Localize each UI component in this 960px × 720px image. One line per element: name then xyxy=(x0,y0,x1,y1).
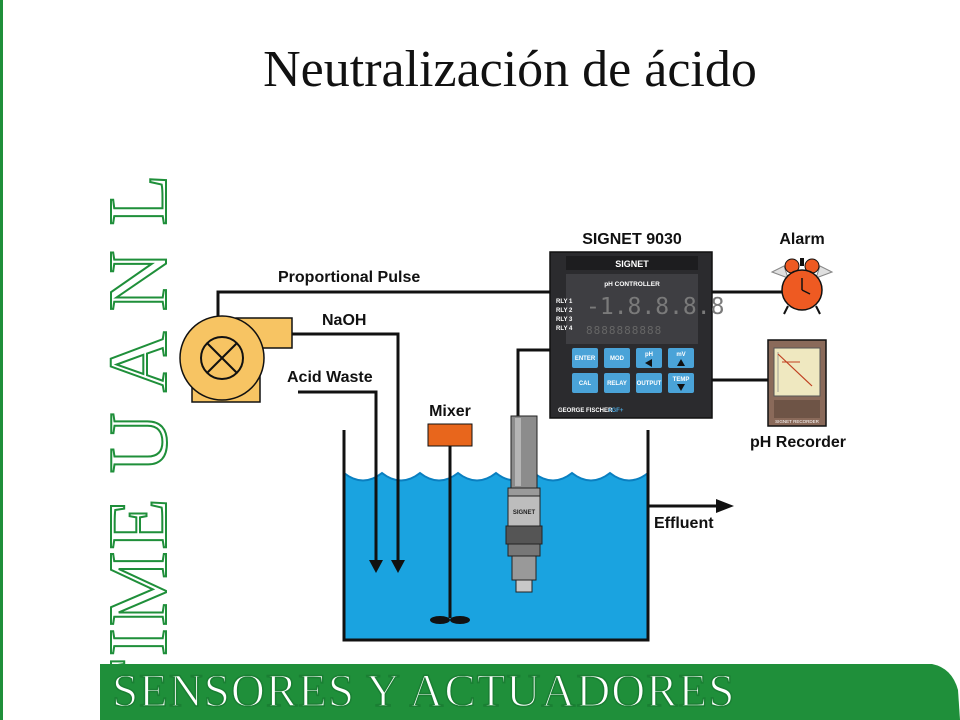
controller-subtitle: pH CONTROLLER xyxy=(604,281,660,288)
key-relay[interactable]: RELAY xyxy=(604,373,630,393)
tank-water-surface xyxy=(343,471,649,482)
svg-text:OUTPUT: OUTPUT xyxy=(637,381,662,387)
controller-display: -1.8.8.8.8 xyxy=(586,294,724,320)
label-alarm: Alarm xyxy=(779,231,824,248)
svg-text:ENTER: ENTER xyxy=(575,356,596,362)
svg-text:mV: mV xyxy=(676,352,685,358)
svg-text:RELAY: RELAY xyxy=(607,381,627,387)
alarm-clock-icon xyxy=(770,258,834,315)
controller-maker-mark: +GF+ xyxy=(608,408,624,414)
label-ph-recorder: pH Recorder xyxy=(750,434,846,451)
label-proportional-pulse: Proportional Pulse xyxy=(278,269,420,286)
key-mv[interactable]: mV xyxy=(668,348,694,368)
controller-maker: GEORGE FISCHER xyxy=(558,408,613,414)
acid-waste-arrowhead xyxy=(369,560,383,573)
naoh-arrowhead xyxy=(391,560,405,573)
probe-label: SIGNET xyxy=(513,510,536,516)
acid-waste-line xyxy=(298,390,378,568)
up-arrow-icon xyxy=(677,359,685,366)
ph-probe: SIGNET xyxy=(505,415,543,593)
controller-display-lower: 8888888888 xyxy=(586,324,662,337)
key-cal[interactable]: CAL xyxy=(572,373,598,393)
ph-recorder: SIGNET RECORDER xyxy=(767,339,827,427)
relay-2: RLY 2 xyxy=(556,308,573,314)
label-mixer: Mixer xyxy=(429,403,471,420)
key-output[interactable]: OUTPUT xyxy=(636,373,662,393)
key-enter[interactable]: ENTER xyxy=(572,348,598,368)
naoh-line xyxy=(282,332,400,568)
key-mod[interactable]: MOD xyxy=(604,348,630,368)
label-controller-model: SIGNET 9030 xyxy=(582,231,682,248)
relay-1: RLY 1 xyxy=(556,299,573,305)
key-temp[interactable]: TEMP xyxy=(668,373,694,393)
label-naoh: NaOH xyxy=(322,312,366,329)
tank-outline xyxy=(342,430,650,642)
recorder-label: SIGNET RECORDER xyxy=(775,419,819,424)
key-ph[interactable]: pH xyxy=(636,348,662,368)
sidebar: FIME U A N L xyxy=(0,0,186,720)
svg-text:MOD: MOD xyxy=(610,356,625,362)
controller-brand: SIGNET xyxy=(615,259,649,269)
page-title: Neutralización de ácido xyxy=(263,41,757,98)
footer-title: SENSORES Y ACTUADORES xyxy=(111,665,736,717)
svg-text:pH: pH xyxy=(645,352,653,358)
label-acid-waste: Acid Waste xyxy=(287,369,373,386)
pump xyxy=(179,315,293,403)
down-arrow-icon xyxy=(677,384,685,391)
svg-text:CAL: CAL xyxy=(579,381,592,387)
label-effluent: Effluent xyxy=(654,515,714,532)
ph-controller: SIGNET pH CONTROLLER -1.8.8.8.8 88888888… xyxy=(549,251,724,419)
svg-text:TEMP: TEMP xyxy=(673,377,690,383)
effluent-arrowhead xyxy=(716,499,734,513)
relay-4: RLY 4 xyxy=(556,326,573,332)
mixer xyxy=(427,423,473,624)
relay-3: RLY 3 xyxy=(556,317,573,323)
probe-cable xyxy=(516,348,552,418)
left-arrow-icon xyxy=(645,359,652,367)
tank-water xyxy=(344,473,648,640)
